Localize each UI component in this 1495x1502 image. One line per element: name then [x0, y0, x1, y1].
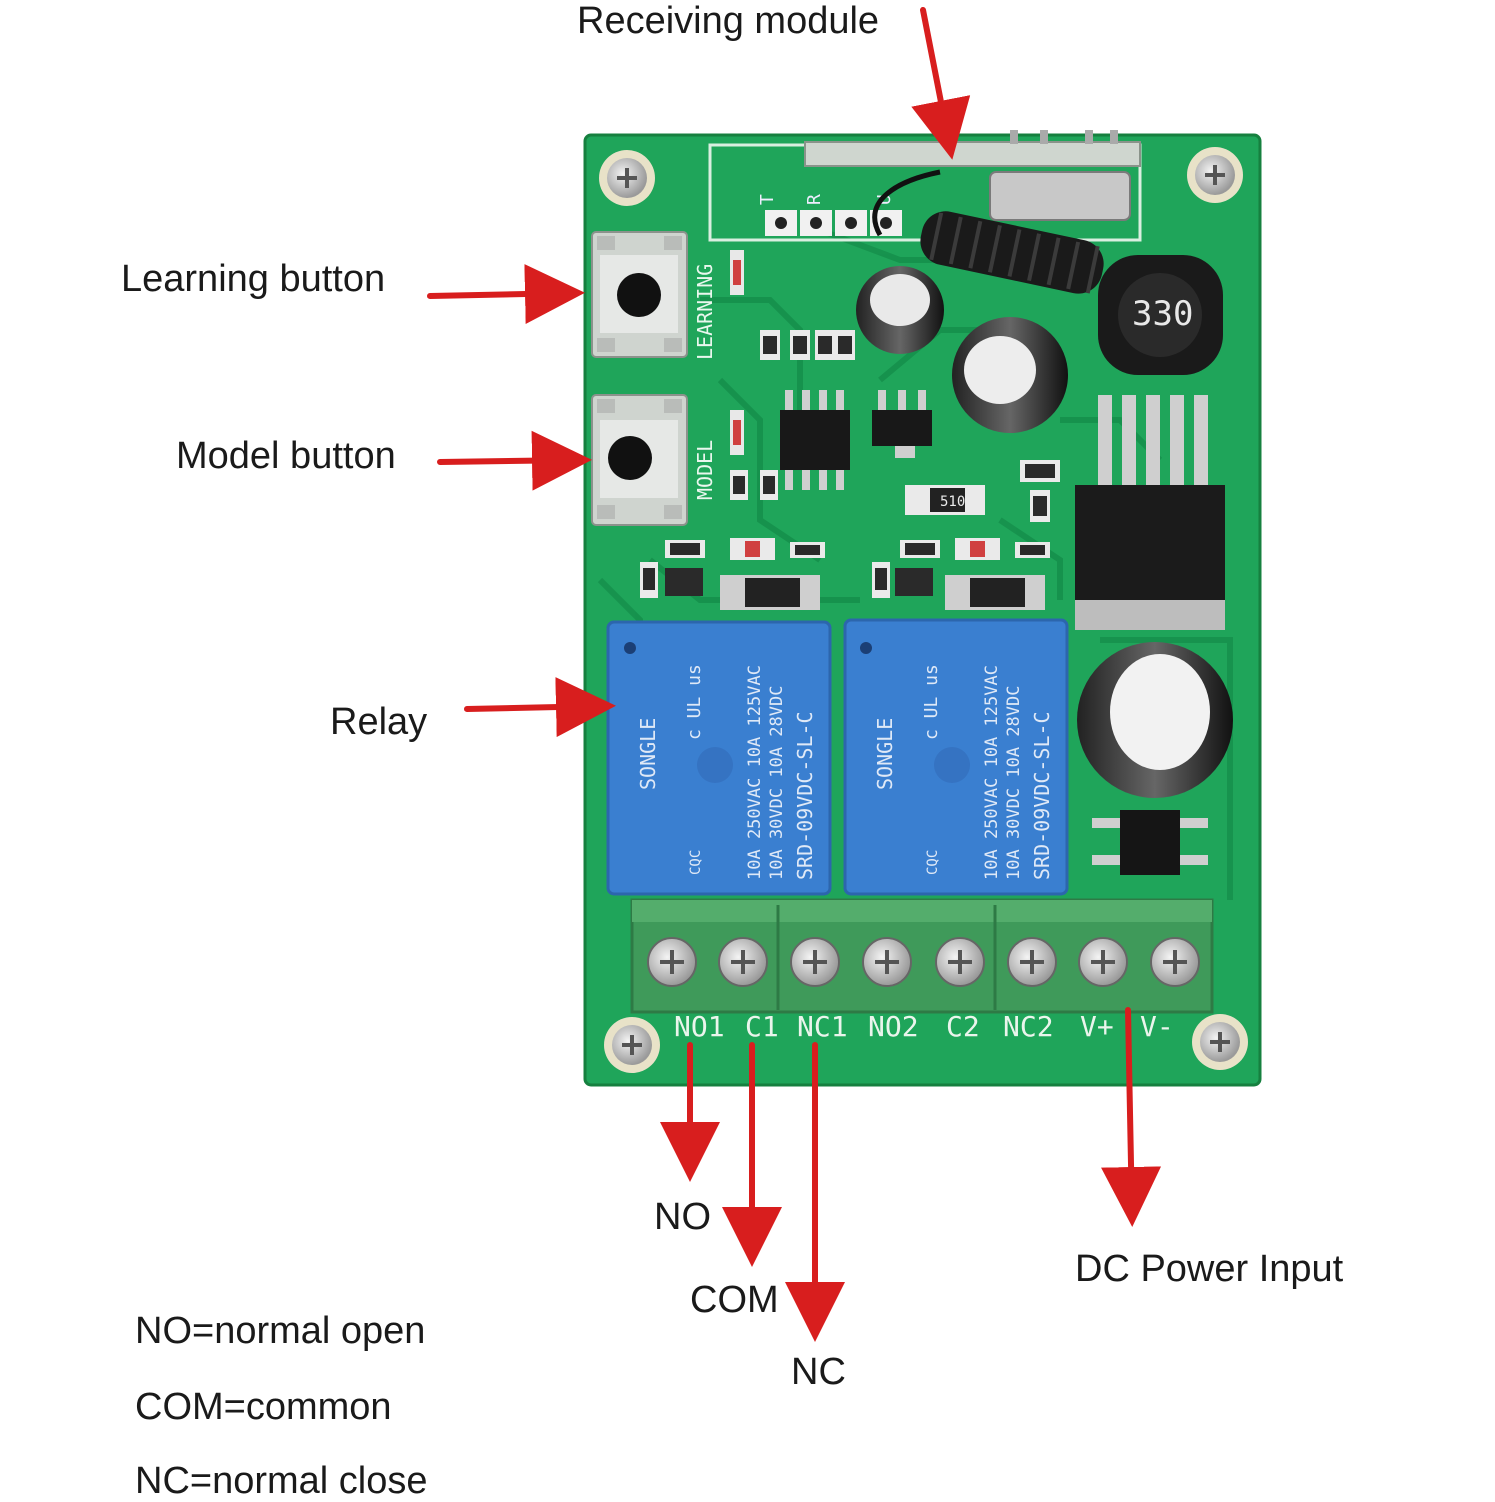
voltage-regulator — [1075, 395, 1225, 630]
relay-1: SONGLE c UL us 10A 250VAC 10A 125VAC 10A… — [606, 620, 832, 896]
ic-chip-sot — [872, 390, 932, 458]
ic-chip-soic — [780, 390, 850, 490]
callout-no: NO — [654, 1196, 711, 1238]
terminal-label-nc1: NC1 — [797, 1010, 848, 1043]
mounting-screw-br — [1192, 1014, 1248, 1070]
arrow-model-button — [437, 430, 592, 491]
module-pin-headers — [765, 210, 902, 236]
arrow-relay — [464, 677, 616, 738]
relay-2: SONGLE c UL us 10A 250VAC 10A 125VAC 10A… — [843, 618, 1069, 896]
module-pin-label-t: T — [757, 194, 778, 205]
legend-nc: NC=normal close — [135, 1460, 428, 1502]
capacitor-medium — [952, 317, 1068, 433]
relay-2-ul: c UL us — [921, 664, 942, 740]
terminal-screw-c2[interactable] — [935, 937, 985, 987]
inductor-code: 330 — [1132, 294, 1193, 334]
relay-1-rating-2: 10A 30VDC 10A 28VDC — [767, 686, 787, 880]
relay-1-model: SRD-09VDC-SL-C — [793, 711, 817, 880]
antenna-coil — [920, 211, 1104, 294]
terminal-screw-no1[interactable] — [647, 937, 697, 987]
terminal-screw-no2[interactable] — [862, 937, 912, 987]
terminal-label-no1: NO1 — [674, 1010, 725, 1043]
callout-nc: NC — [791, 1351, 846, 1393]
resistor-code: 510 — [940, 494, 965, 510]
module-pin-label-r: R — [804, 194, 825, 205]
callout-learning-button: Learning button — [121, 258, 386, 300]
capacitor-large — [1077, 642, 1233, 798]
relay-2-rating-1: 10A 250VAC 10A 125VAC — [982, 665, 1002, 880]
terminal-label-no2: NO2 — [868, 1010, 919, 1043]
terminal-label-vplus: V+ — [1080, 1010, 1114, 1043]
callout-relay: Relay — [330, 701, 428, 743]
smd-components — [640, 250, 1060, 610]
silkscreen-model: MODEL — [693, 440, 717, 500]
silkscreen-learning: LEARNING — [693, 264, 717, 360]
callout-receiving-module: Receiving module — [577, 0, 880, 42]
legend-no: NO=normal open — [135, 1310, 426, 1352]
inductor-330 — [1098, 255, 1223, 375]
relay-2-brand: SONGLE — [873, 718, 897, 790]
relay-2-model: SRD-09VDC-SL-C — [1030, 711, 1054, 880]
relay-1-brand: SONGLE — [636, 718, 660, 790]
callout-dc-power-input: DC Power Input — [1075, 1248, 1344, 1290]
arrow-dc-power-input — [1101, 1007, 1162, 1227]
mounting-screw-tl — [599, 150, 655, 206]
arrow-learning-button — [427, 264, 585, 325]
terminal-label-c1: C1 — [745, 1010, 779, 1043]
terminal-label-vminus: V- — [1140, 1010, 1174, 1043]
terminal-screw-c1[interactable] — [718, 937, 768, 987]
callout-com: COM — [690, 1279, 779, 1321]
relay-2-cert: CQC — [925, 850, 941, 875]
mounting-screw-bl — [604, 1017, 660, 1073]
arrow-receiving-module — [911, 7, 971, 160]
relay-2-rating-2: 10A 30VDC 10A 28VDC — [1004, 686, 1024, 880]
terminal-screw-nc2[interactable] — [1007, 937, 1057, 987]
terminal-screw-vminus[interactable] — [1150, 937, 1200, 987]
relay-1-rating-1: 10A 250VAC 10A 125VAC — [745, 665, 765, 880]
model-button[interactable] — [591, 394, 688, 526]
terminal-label-c2: C2 — [946, 1010, 980, 1043]
terminal-block — [630, 898, 1214, 1014]
callout-model-button: Model button — [176, 435, 396, 477]
relay-1-cert: CQC — [688, 850, 704, 875]
terminal-label-nc2: NC2 — [1003, 1010, 1054, 1043]
terminal-screw-vplus[interactable] — [1078, 937, 1128, 987]
relay-1-ul: c UL us — [684, 664, 705, 740]
legend-com: COM=common — [135, 1386, 392, 1428]
ic-chip-bridge — [1092, 810, 1208, 875]
terminal-screw-nc1[interactable] — [790, 937, 840, 987]
mounting-screw-tr — [1187, 147, 1243, 203]
receiving-module: T R U — [708, 130, 1142, 294]
learning-button[interactable] — [591, 231, 688, 358]
capacitor-small — [856, 266, 944, 354]
